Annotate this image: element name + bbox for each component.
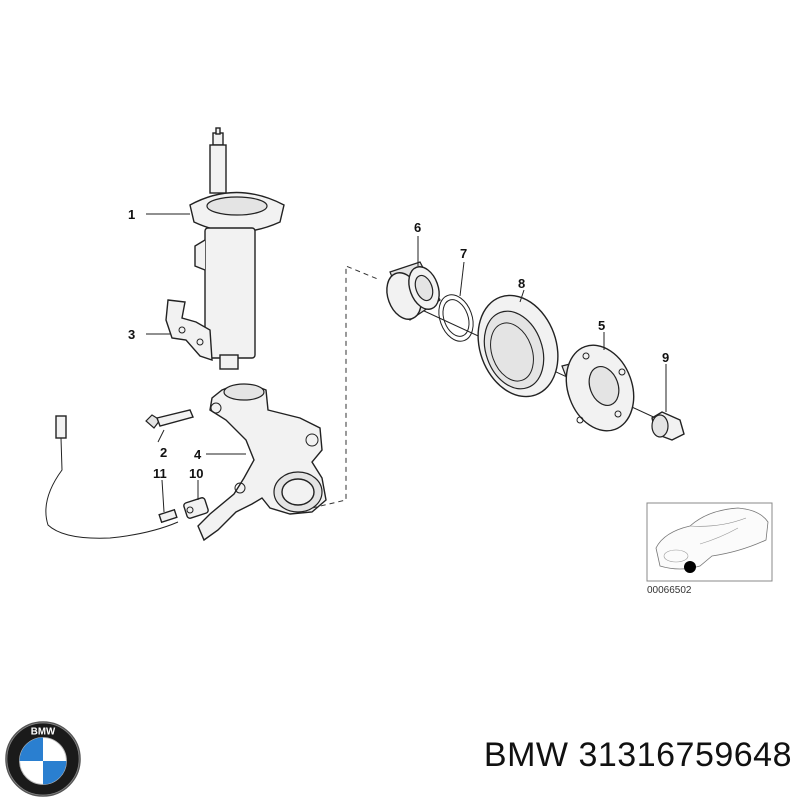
callout-8: 8 — [518, 276, 525, 291]
assembly-line — [311, 265, 381, 509]
callout-4: 4 — [194, 447, 202, 462]
logo-text: BMW — [31, 727, 56, 738]
steering-knuckle — [197, 383, 327, 542]
location-marker-icon — [684, 561, 696, 573]
circlip — [438, 294, 474, 342]
callout-11: 11 — [153, 466, 167, 481]
collar-nut — [651, 411, 685, 441]
callout-9: 9 — [662, 350, 669, 365]
callout-7: 7 — [460, 246, 467, 261]
bracket — [165, 299, 213, 361]
brand-name: BMW — [483, 736, 569, 774]
callout-3: 3 — [128, 327, 135, 342]
callout-1: 1 — [128, 207, 135, 222]
strut-assembly — [189, 127, 285, 370]
screw — [158, 508, 178, 524]
wheel-bearing — [386, 261, 441, 321]
bolt — [145, 409, 194, 429]
wheel-hub — [561, 344, 635, 432]
callout-2: 2 — [160, 445, 167, 460]
callout-5: 5 — [598, 318, 605, 333]
abs-sensor-cable — [45, 415, 179, 539]
part-number: 31316759648 — [578, 736, 792, 774]
bmw-roundel-icon: BMW — [5, 721, 81, 797]
car-location-inset — [646, 502, 773, 582]
callout-10: 10 — [189, 466, 203, 481]
inset-ref-number: 00066502 — [647, 585, 692, 596]
callout-6: 6 — [414, 220, 421, 235]
sensor-plug — [183, 497, 209, 519]
protection-plate — [477, 294, 559, 398]
leader-lines — [146, 213, 667, 513]
